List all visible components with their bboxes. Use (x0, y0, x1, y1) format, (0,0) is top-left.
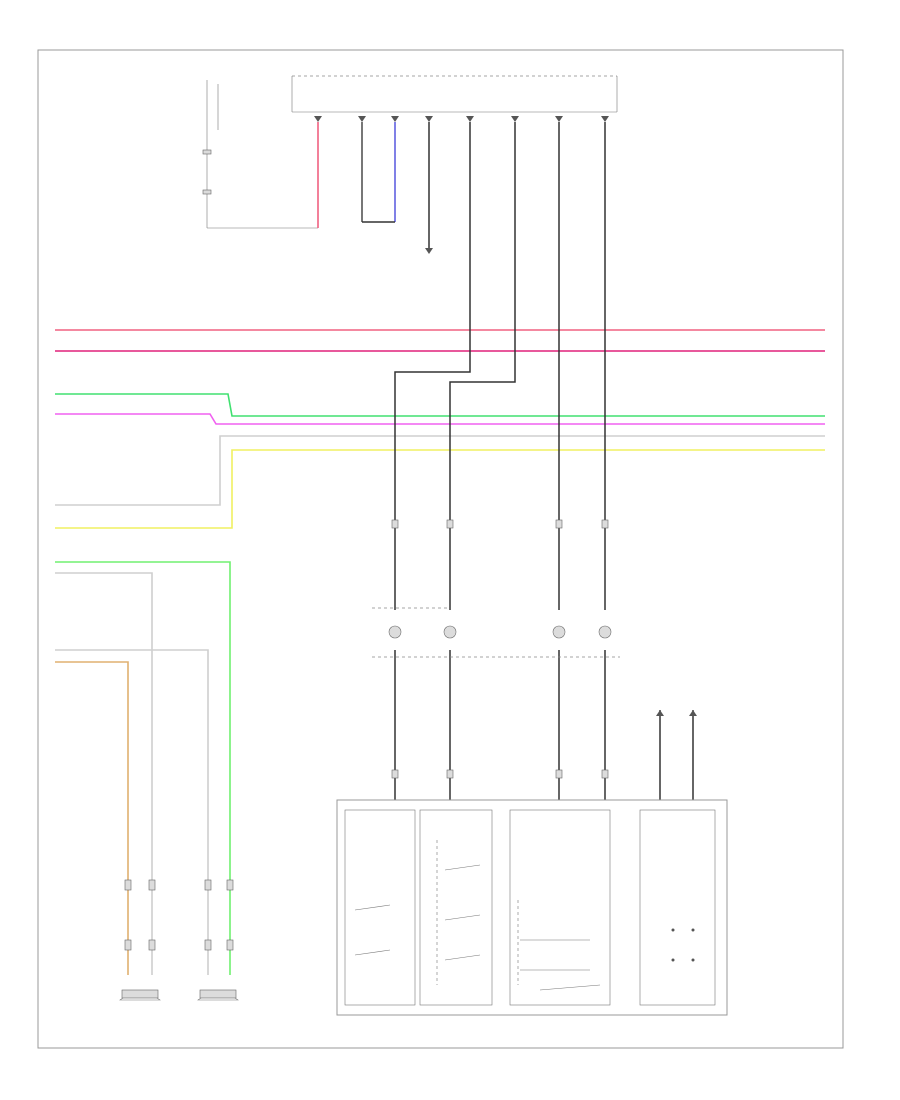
bus-wire-yellow (55, 449, 825, 529)
lower-module (336, 799, 728, 1016)
top-fuse-block (202, 80, 318, 229)
wire-gray-right (55, 649, 209, 975)
top-module-pins (314, 116, 609, 122)
inline-connector (372, 607, 620, 658)
wire-lightgreen (55, 561, 231, 975)
bus-wire-gray (55, 435, 825, 506)
door-lock-motor (656, 710, 697, 800)
sensor-connectors (124, 879, 234, 951)
vertical-harness (391, 122, 609, 800)
wire-tan (55, 661, 129, 975)
ground-stub (425, 122, 433, 254)
data-connector (361, 122, 396, 223)
bus-wire-magenta (55, 413, 825, 425)
wire-gray-left (55, 572, 153, 975)
sensor-right (197, 989, 239, 1001)
bus-wire-green (55, 393, 825, 417)
page-frame (37, 49, 844, 1049)
top-module (291, 75, 618, 113)
sensor-left (119, 989, 161, 1001)
